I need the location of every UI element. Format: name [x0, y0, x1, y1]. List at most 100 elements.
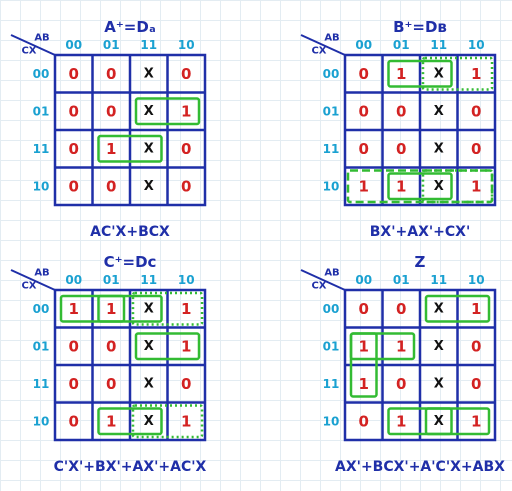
group-loop: [131, 404, 204, 439]
row-header: 10: [33, 179, 50, 193]
column-header: 00: [65, 273, 82, 287]
column-header: 01: [103, 273, 120, 287]
column-header: 00: [355, 38, 372, 52]
column-header: 11: [430, 273, 447, 287]
kmap-expression: C'X'+BX'+AX'+AC'X: [54, 459, 207, 475]
group-loop: [424, 294, 491, 323]
cell-value: X: [434, 301, 444, 316]
group-loop: [387, 59, 453, 88]
group-loop: [97, 294, 163, 323]
cell-value: 0: [106, 375, 116, 393]
cell-value: 0: [471, 337, 481, 355]
cell-value: 0: [69, 177, 79, 195]
corner-label-cx: CX: [21, 281, 36, 292]
row-header: 01: [323, 104, 340, 118]
group-loop: [421, 56, 494, 91]
cell-value: 1: [396, 177, 406, 195]
cell-value: 0: [396, 102, 406, 120]
cell-value: 0: [471, 375, 481, 393]
row-header: 01: [33, 104, 50, 118]
cell-value: 1: [396, 337, 406, 355]
cell-value: 1: [396, 412, 406, 430]
cell-value: 0: [69, 102, 79, 120]
column-header: 11: [140, 38, 157, 52]
cell-value: 1: [106, 140, 116, 158]
cell-value: X: [144, 339, 154, 354]
row-header: 10: [33, 414, 50, 428]
cell-value: 1: [181, 102, 191, 120]
corner-divider: [10, 34, 56, 56]
cell-value: 1: [396, 65, 406, 83]
cell-value: 1: [181, 412, 191, 430]
row-header: 10: [323, 414, 340, 428]
corner-label-ab: AB: [34, 33, 49, 44]
cell-value: 1: [106, 412, 116, 430]
kmap-title: B⁺=Dʙ: [393, 18, 447, 36]
kmap-expression: BX'+AX'+CX': [370, 224, 470, 240]
cell-value: 1: [181, 300, 191, 318]
cell-value: 0: [106, 177, 116, 195]
cell-value: X: [144, 376, 154, 391]
row-header: 01: [323, 339, 340, 353]
kmap-expression: AX'+BCX'+A'C'X+ABX: [335, 459, 505, 475]
cell-value: 0: [181, 140, 191, 158]
cell-value: 1: [69, 300, 79, 318]
cell-value: 0: [181, 375, 191, 393]
cell-value: 0: [106, 102, 116, 120]
column-header: 00: [355, 273, 372, 287]
group-loop: [387, 407, 453, 436]
column-header: 01: [393, 38, 410, 52]
row-header: 11: [323, 142, 340, 156]
column-header: 11: [430, 38, 447, 52]
column-header: 10: [468, 273, 485, 287]
cell-value: 0: [471, 102, 481, 120]
cell-value: 0: [396, 140, 406, 158]
group-loop: [131, 291, 204, 326]
group-loop: [387, 172, 453, 201]
column-header: 01: [393, 273, 410, 287]
cell-value: 1: [359, 177, 369, 195]
row-header: 01: [33, 339, 50, 353]
row-header: 11: [33, 377, 50, 391]
cell-value: 1: [359, 375, 369, 393]
group-loop: [59, 294, 126, 323]
cell-value: X: [434, 339, 444, 354]
kmap-title: A⁺=Dₐ: [104, 18, 156, 36]
group-loop: [134, 97, 201, 126]
cell-value: X: [144, 66, 154, 81]
corner-label-ab: AB: [34, 268, 49, 279]
cell-value: 0: [359, 300, 369, 318]
cell-value: 0: [69, 375, 79, 393]
cell-value: X: [434, 414, 444, 429]
column-header: 10: [178, 273, 195, 287]
group-loop: [134, 332, 201, 361]
cell-value: 1: [359, 337, 369, 355]
cell-value: X: [434, 141, 444, 156]
cell-value: X: [434, 66, 444, 81]
cell-value: 0: [396, 300, 406, 318]
cell-value: 0: [69, 140, 79, 158]
cell-value: 1: [471, 412, 481, 430]
corner-divider: [300, 34, 346, 56]
cell-value: 0: [106, 65, 116, 83]
cell-value: X: [434, 179, 444, 194]
cell-value: 0: [359, 412, 369, 430]
cell-value: 0: [69, 337, 79, 355]
cell-value: 1: [471, 177, 481, 195]
cell-value: 1: [106, 300, 116, 318]
cell-value: X: [144, 179, 154, 194]
row-header: 11: [33, 142, 50, 156]
group-loop: [421, 169, 494, 204]
kmap-expression: AC'X+BCX: [90, 224, 170, 240]
column-header: 00: [65, 38, 82, 52]
cell-value: 0: [106, 337, 116, 355]
cell-value: 0: [471, 140, 481, 158]
cell-value: 0: [359, 140, 369, 158]
cell-value: X: [144, 414, 154, 429]
cell-value: 0: [69, 65, 79, 83]
